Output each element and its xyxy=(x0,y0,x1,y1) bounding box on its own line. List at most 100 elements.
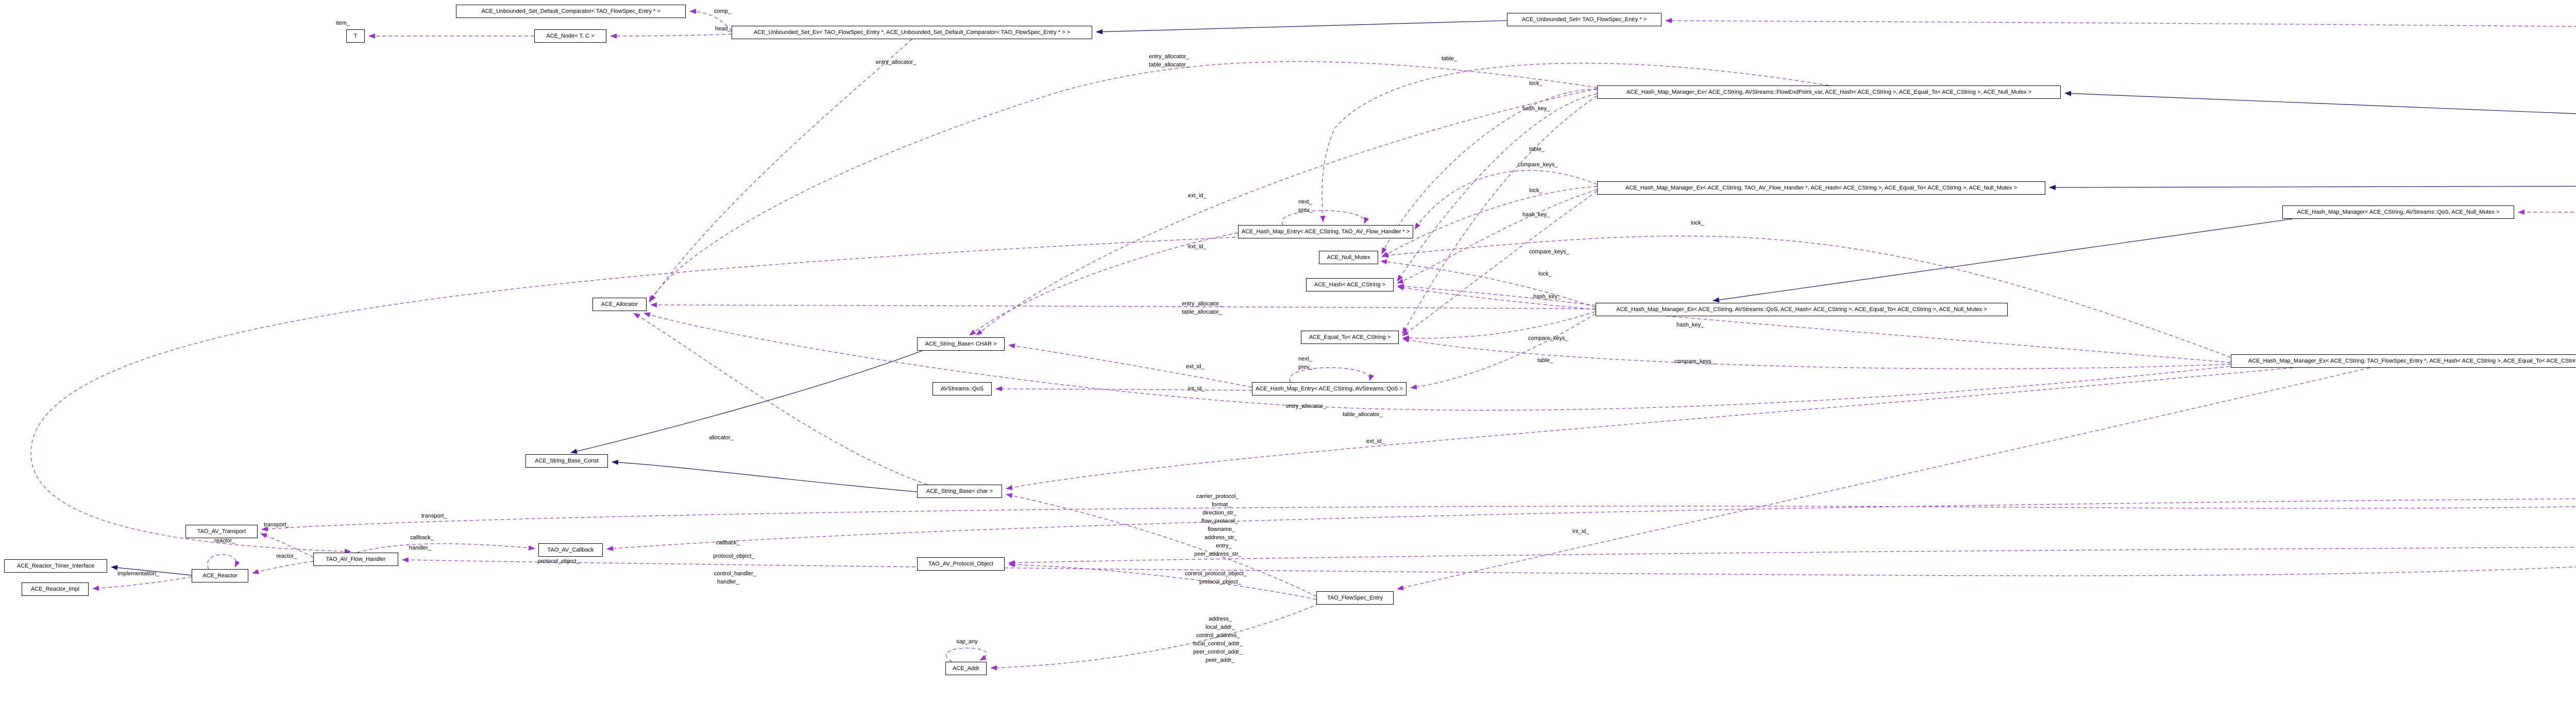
class-node-mgr-ex-fep[interactable]: ACE_Hash_Map_Manager_Ex< ACE_CString, AV… xyxy=(1597,85,2061,99)
edge-label-allocator: allocator_ xyxy=(709,435,734,441)
edge-sep-handlers xyxy=(402,557,2576,576)
edge-label-prev: prev_ xyxy=(1298,207,1313,213)
edge-label-transport: transport_ xyxy=(421,513,447,519)
edge-lock-qos xyxy=(1380,259,1596,308)
edge-flow-handler-transport xyxy=(260,533,314,558)
edge-label-compare-keys: compare_keys_ xyxy=(1674,358,1715,365)
edge-sep-transport xyxy=(261,506,2576,532)
class-node-t-param[interactable]: T xyxy=(346,29,365,43)
edge-flow-handler-callback xyxy=(357,543,535,553)
edge-reactor-implementation xyxy=(92,576,192,591)
class-node-string-base-char[interactable]: ACE_String_Base< char > xyxy=(917,485,1002,498)
edge-label-table: table_ xyxy=(1442,56,1457,62)
class-node-comparator[interactable]: ACE_Unbounded_Set_Default_Comparator< TA… xyxy=(456,5,686,18)
edge-label-compare-keys: compare_keys_ xyxy=(1528,335,1568,341)
edge-mgr-ex-fse-int-id xyxy=(1397,367,2370,591)
class-node-ace-addr[interactable]: ACE_Addr xyxy=(945,662,987,675)
class-node-avstreams-qos[interactable]: AVStreams::QoS xyxy=(933,382,992,396)
edge-label-carrier-protocol: carrier_protocol_ xyxy=(1196,493,1239,500)
class-node-set-ex[interactable]: ACE_Unbounded_Set_Ex< TAO_FlowSpec_Entry… xyxy=(732,26,1092,39)
class-node-ace-allocator[interactable]: ACE_Allocator xyxy=(592,298,647,311)
edge-label-handler: handler_ xyxy=(717,579,739,585)
class-node-entry-qos[interactable]: ACE_Hash_Map_Entry< ACE_CString, AVStrea… xyxy=(1252,382,1406,396)
edge-table-fh xyxy=(1414,170,1598,230)
edge-label-local-addr: local_addr_ xyxy=(1206,624,1235,630)
edge-hash-key-qos xyxy=(1397,283,1596,306)
edge-label-peer-address-str: peer_address_str_ xyxy=(1194,551,1242,557)
edge-label-sap-any: sap_any xyxy=(956,639,978,645)
class-node-mgr-ex-fse[interactable]: ACE_Hash_Map_Manager_Ex< ACE_CString, TA… xyxy=(2231,354,2576,368)
class-node-ace-reactor[interactable]: ACE_Reactor xyxy=(192,569,248,582)
edge-label-entry-allocator: entry_allocator_ xyxy=(1182,301,1223,307)
class-node-hash-cstring[interactable]: ACE_Hash< ACE_CString > xyxy=(1306,278,1394,291)
edge-table-qos xyxy=(1410,313,1596,390)
edge-label-flowname: flowname_ xyxy=(1208,526,1235,533)
edge-mgr-qos-inherits-mgr-ex-qos xyxy=(1713,218,2293,303)
class-node-string-base-const[interactable]: ACE_String_Base_Const xyxy=(526,454,608,468)
class-node-entry-fh[interactable]: ACE_Hash_Map_Entry< ACE_CString, TAO_AV_… xyxy=(1238,225,1413,238)
edge-label-next: next_ xyxy=(1298,356,1312,362)
edge-label-lock: lock_ xyxy=(1691,220,1704,226)
edge-string-base-t-inherits-const xyxy=(570,350,923,454)
class-node-null-mutex[interactable]: ACE_Null_Mutex xyxy=(1319,251,1378,264)
edge-label-entry: entry_ xyxy=(1216,543,1232,549)
edge-label-control-protocol-object: control_protocol_object_ xyxy=(1185,571,1247,577)
edge-mgr-ex-fep-ext-id xyxy=(976,88,1598,336)
edge-alloc-string-char xyxy=(633,313,928,485)
edge-sep-flow-spec-sets xyxy=(1665,18,2576,27)
edge-label-callback: callback_ xyxy=(716,540,740,546)
edge-label-protocol-object: protocol_object_ xyxy=(538,558,580,564)
edge-label-protocol-object: protocol_object_ xyxy=(1199,579,1241,585)
edge-label-table-allocator: table_allocator_ xyxy=(1149,62,1189,68)
edge-label-ext-id: ext_id_ xyxy=(1188,193,1207,199)
edge-label-direction-str: direction_str_ xyxy=(1202,510,1237,516)
class-node-tao-flowspec-entry[interactable]: TAO_FlowSpec_Entry xyxy=(1316,591,1394,605)
class-node-mgr-ex-fh[interactable]: ACE_Hash_Map_Manager_Ex< ACE_CString, TA… xyxy=(1597,181,2045,195)
edge-alloc-fse xyxy=(643,312,2236,411)
class-node-reactor-timer[interactable]: ACE_Reactor_Timer_Interface xyxy=(4,559,107,573)
edge-entry-qos-int-id xyxy=(995,386,1252,392)
edge-alloc-set-ex xyxy=(650,39,912,302)
edge-label-table: table_ xyxy=(1529,146,1545,152)
edge-label-int-id: int_id_ xyxy=(1572,528,1589,535)
edge-mgr-fep-inherits-mgr-ex-fep xyxy=(2064,91,2576,114)
edge-label-compare-keys: compare_keys_ xyxy=(1529,249,1569,255)
edge-table-fep xyxy=(1320,63,1829,222)
edge-qos-qos-map xyxy=(2518,210,2576,215)
class-node-tao-av-callback[interactable]: TAO_AV_Callback xyxy=(538,543,603,557)
edge-sep-protocol-object xyxy=(1008,547,2576,565)
edge-label-callback: callback_ xyxy=(410,535,434,541)
class-node-tao-av-transport[interactable]: TAO_AV_Transport xyxy=(185,525,258,538)
edge-label-reactor: reactor_ xyxy=(276,553,297,559)
edge-label-table-allocator: table_allocator_ xyxy=(1343,411,1383,418)
class-node-reactor-impl[interactable]: ACE_Reactor_Impl xyxy=(22,582,89,596)
edge-label-ext-id: ext_id_ xyxy=(1186,364,1205,370)
edge-lock-fep xyxy=(1381,89,1598,254)
edge-compare-keys-qos xyxy=(1402,311,1596,341)
edge-alloc-fep xyxy=(649,61,1598,303)
edge-label-format: format_ xyxy=(1212,502,1231,508)
edge-label-next: next_ xyxy=(1298,199,1312,205)
class-node-ace-node[interactable]: ACE_Node< T, C > xyxy=(534,29,606,43)
edge-label-ext-id: ext_id_ xyxy=(1188,244,1207,250)
edge-label-entry-allocator: entry_allocator_ xyxy=(1286,403,1327,409)
class-node-tao-av-protocol-object[interactable]: TAO_AV_Protocol_Object xyxy=(917,557,1005,571)
edge-flowspec-strings xyxy=(1006,493,1317,597)
edge-label-hash-key: hash_key_ xyxy=(1676,322,1704,328)
class-node-unbounded-set[interactable]: ACE_Unbounded_Set< TAO_FlowSpec_Entry * … xyxy=(1507,13,1662,26)
edge-label-local-control-addr: local_control_addr_ xyxy=(1193,641,1243,647)
edge-string-base-char-inherits-const xyxy=(612,459,918,492)
edge-flow-handler-reactor xyxy=(252,561,314,574)
edge-entry-fh-self-loop xyxy=(1281,210,1369,226)
edge-label-lock: lock_ xyxy=(1529,80,1543,87)
class-node-tao-av-flow-handler[interactable]: TAO_AV_Flow_Handler xyxy=(313,553,398,566)
edge-label-transport: transport_ xyxy=(264,522,290,528)
class-node-mgr-ex-qos[interactable]: ACE_Hash_Map_Manager_Ex< ACE_CString, AV… xyxy=(1596,303,2008,316)
edge-label-ext-id: ext_id_ xyxy=(1366,438,1385,444)
class-node-equal-to[interactable]: ACE_Equal_To< ACE_CString > xyxy=(1301,331,1399,344)
edge-label-implementation: implementation_ xyxy=(117,571,159,577)
class-node-mgr-qos[interactable]: ACE_Hash_Map_Manager< ACE_CString, AVStr… xyxy=(2282,205,2514,219)
class-node-string-base-t[interactable]: ACE_String_Base< CHAR > xyxy=(917,337,1005,351)
